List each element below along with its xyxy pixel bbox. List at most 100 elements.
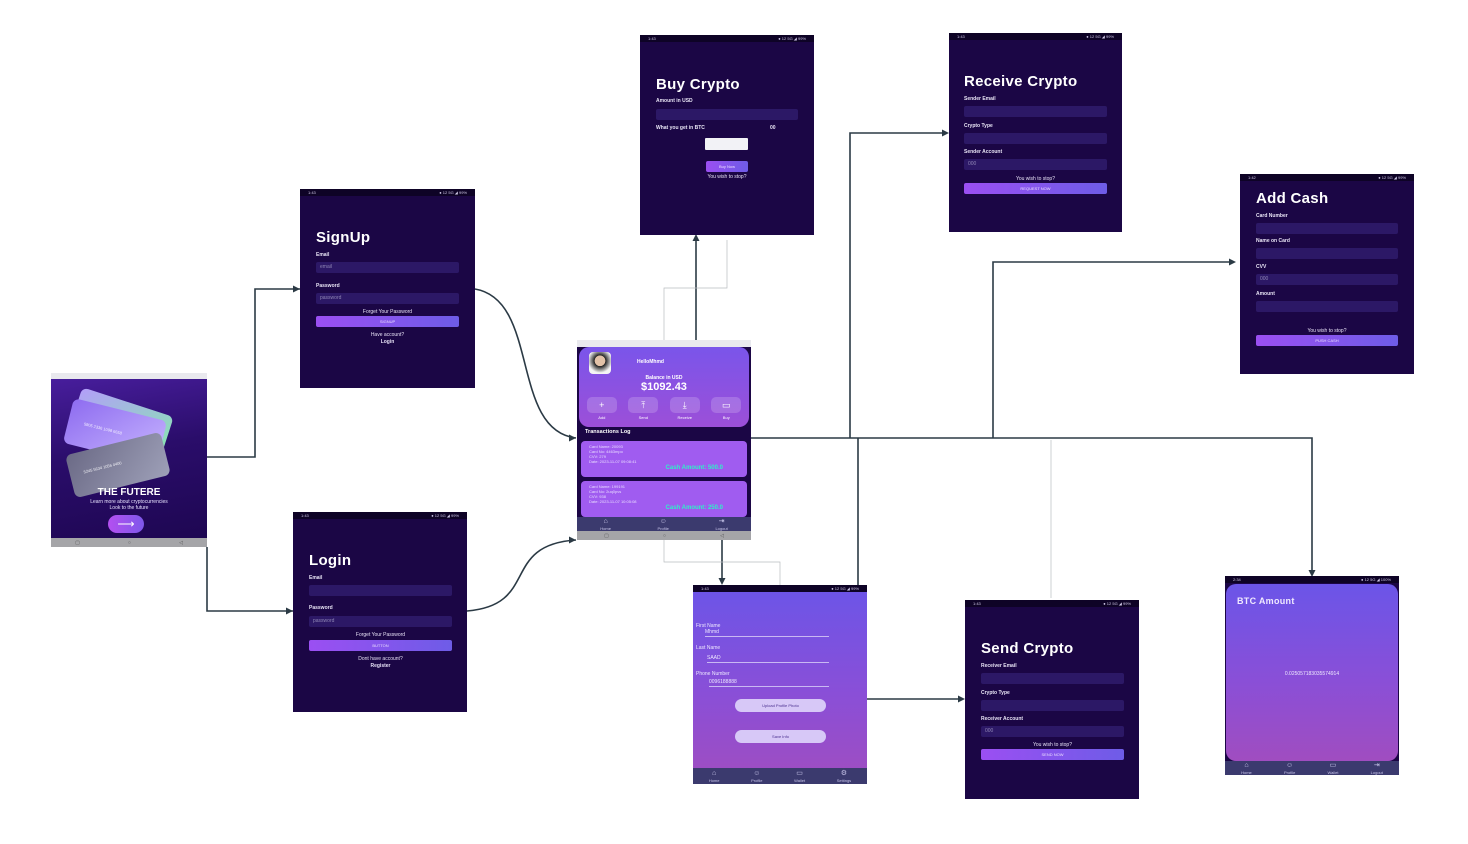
buy-now-button[interactable]: Buy Now bbox=[706, 161, 748, 172]
sender-email-label: Sender Email bbox=[964, 96, 996, 102]
buy-crypto-screen: 1:43● 12 5G ◢ 99% Buy Crypto Amount in U… bbox=[640, 35, 814, 235]
nav-logout[interactable]: ⇥Logout bbox=[715, 518, 727, 531]
status-time: 1:43 bbox=[701, 586, 709, 591]
nav-wallet[interactable]: ▭Wallet bbox=[1327, 762, 1338, 775]
btc-value: 0.025057183035574914 bbox=[1284, 671, 1340, 677]
plus-icon: + bbox=[599, 400, 605, 410]
cvv-field[interactable]: 000 bbox=[1256, 274, 1398, 285]
receive-crypto-screen: 1:43● 12 5G ◢ 99% Receive Crypto Sender … bbox=[949, 33, 1122, 232]
square-icon: ▢ bbox=[604, 532, 609, 539]
stop-link[interactable]: You wish to stop? bbox=[707, 174, 747, 180]
connector-hub-addcash bbox=[992, 261, 1230, 438]
last-name-field[interactable]: SAAD bbox=[707, 655, 829, 663]
nav-label: Wallet bbox=[794, 777, 806, 783]
password-field[interactable]: password bbox=[309, 616, 452, 627]
connector-onboarding-login bbox=[206, 547, 293, 612]
receiver-email-field[interactable] bbox=[981, 673, 1124, 684]
signup-button[interactable]: SIGNUP bbox=[316, 316, 459, 327]
status-bar: 2:34● 12 5G ◢ 100% bbox=[1225, 576, 1399, 583]
phone-field[interactable]: 0096188888 bbox=[709, 679, 829, 687]
wallet-icon: ▭ bbox=[1329, 761, 1337, 769]
status-bar bbox=[51, 373, 207, 379]
nav-logout[interactable]: ⇥Logout bbox=[1371, 762, 1383, 775]
upload-icon: ⤒ bbox=[641, 400, 646, 410]
receiver-account-field[interactable]: 000 bbox=[981, 726, 1124, 737]
home-icon: ⌂ bbox=[603, 517, 608, 525]
card-number-field[interactable] bbox=[1256, 223, 1398, 234]
push-cash-button[interactable]: PUSH CASH bbox=[1256, 335, 1398, 346]
name-on-card-field[interactable] bbox=[1256, 248, 1398, 259]
subtitle-line-2: Look to the future bbox=[109, 505, 149, 511]
save-info-button[interactable]: Save Info bbox=[735, 730, 826, 743]
amount-field[interactable] bbox=[656, 109, 798, 120]
register-link[interactable]: Register bbox=[370, 663, 391, 669]
btc-value: 00 bbox=[770, 125, 776, 131]
action-buy-button[interactable]: ▭Buy bbox=[711, 397, 742, 425]
send-crypto-screen: 1:43● 12 5G ◢ 99% Send Crypto Receiver E… bbox=[965, 600, 1139, 799]
nav-label: Profile bbox=[1283, 769, 1296, 775]
first-name-field[interactable]: Mhmd bbox=[705, 629, 829, 637]
nav-profile[interactable]: ☺Profile bbox=[1284, 762, 1295, 775]
action-add-button[interactable]: + Add bbox=[586, 397, 617, 425]
nav-settings[interactable]: ⚙Settings bbox=[837, 770, 851, 783]
email-field[interactable] bbox=[309, 585, 452, 596]
forgot-password-link[interactable]: Forget Your Password bbox=[355, 632, 406, 638]
sender-email-field[interactable] bbox=[964, 106, 1107, 117]
nav-home[interactable]: ⌂Home bbox=[709, 770, 720, 783]
crypto-type-field[interactable] bbox=[964, 133, 1107, 144]
upload-photo-button[interactable]: Upload Profile Photo bbox=[735, 699, 826, 712]
send-now-button[interactable]: SEND NOW bbox=[981, 749, 1124, 760]
action-receive-button[interactable]: ⤓Receive bbox=[669, 397, 700, 425]
btc-output-box bbox=[705, 138, 748, 150]
nav-profile[interactable]: ☺Profile bbox=[658, 518, 669, 531]
sender-account-field[interactable]: 000 bbox=[964, 159, 1107, 170]
crypto-type-label: Crypto Type bbox=[964, 123, 993, 129]
request-now-button[interactable]: REQUEST NOW bbox=[964, 183, 1107, 194]
nav-home[interactable]: ⌂Home bbox=[1241, 762, 1252, 775]
login-button[interactable]: BUTTON bbox=[309, 640, 452, 651]
login-link[interactable]: Login bbox=[380, 339, 395, 345]
status-bar: 1:42● 12 5G ◢ 99% bbox=[1240, 174, 1414, 181]
btc-panel bbox=[1226, 584, 1398, 761]
status-indicators: ● 12 5G ◢ 99% bbox=[831, 586, 859, 591]
email-field[interactable]: email bbox=[316, 262, 459, 273]
action-label: Add bbox=[598, 415, 606, 420]
transaction-cvv: CVV: 279 bbox=[589, 454, 606, 459]
page-title: BTC Amount bbox=[1237, 596, 1295, 606]
status-time: 1:43 bbox=[957, 34, 965, 39]
password-field[interactable]: password bbox=[316, 293, 459, 304]
connector-home-hub bbox=[751, 437, 1313, 571]
transaction-date: Date: 2023-11-07 10:05:08 bbox=[589, 499, 637, 504]
status-indicators: ● 12 5G ◢ 99% bbox=[431, 513, 459, 518]
nav-label: Logout bbox=[715, 525, 728, 531]
amount-field[interactable] bbox=[1256, 301, 1398, 312]
crypto-type-field[interactable] bbox=[981, 700, 1124, 711]
nav-wallet[interactable]: ▭Wallet bbox=[794, 770, 805, 783]
home-screen: HelloMhmd Balance in USD $1092.43 +Add⤒S… bbox=[577, 340, 751, 540]
arrowhead-login bbox=[286, 607, 293, 615]
action-send-button[interactable]: ⤒Send bbox=[628, 397, 659, 425]
page-title: Login bbox=[309, 552, 352, 569]
home-icon: ⌂ bbox=[1244, 761, 1249, 769]
avatar[interactable] bbox=[589, 352, 611, 374]
status-bar: 1:43 ● 12 5G ◢ 99% bbox=[293, 512, 467, 519]
stop-link[interactable]: You wish to stop? bbox=[1032, 742, 1072, 748]
signup-screen: 1:43● 12 5G ◢ 99% SignUp Email email Pas… bbox=[300, 189, 475, 388]
nav-profile[interactable]: ☺Profile bbox=[751, 770, 762, 783]
status-bar: 1:43● 12 5G ◢ 99% bbox=[640, 35, 814, 42]
nav-home[interactable]: ⌂Home bbox=[600, 518, 611, 531]
bottom-nav: ⌂Home ☺Profile ⇥Logout bbox=[577, 517, 751, 531]
transaction-amount: Cash Amount: 500.0 bbox=[665, 465, 723, 471]
transaction-name: Card Name: 199191 bbox=[589, 484, 626, 489]
forgot-password-link[interactable]: Forget Your Password bbox=[362, 309, 413, 315]
status-bar: 1:43 ● 12 5G ◢ 99% bbox=[693, 585, 867, 592]
arrowhead-receive bbox=[942, 129, 949, 137]
action-label: Buy bbox=[722, 415, 730, 420]
next-button[interactable]: ⟶ bbox=[108, 515, 144, 533]
receiver-account-label: Receiver Account bbox=[981, 716, 1024, 722]
status-time: 1:43 bbox=[301, 513, 309, 518]
stop-link[interactable]: You wish to stop? bbox=[1015, 176, 1055, 182]
stop-link[interactable]: You wish to stop? bbox=[1307, 328, 1347, 334]
